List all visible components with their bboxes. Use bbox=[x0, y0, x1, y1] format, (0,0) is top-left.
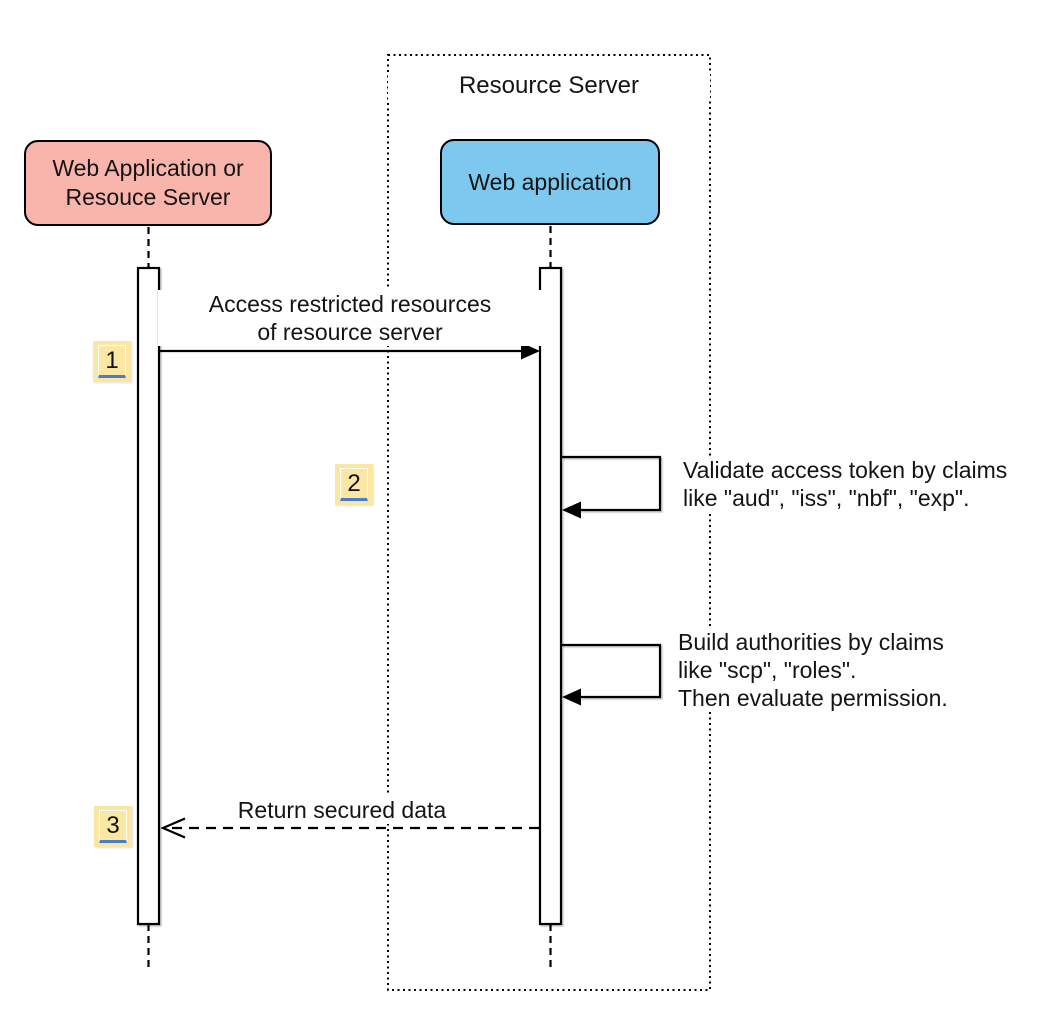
client-activation-bar bbox=[136, 266, 161, 926]
message2-label: Validate access token by claims like "au… bbox=[680, 456, 1011, 512]
step-badge-3-number: 3 bbox=[99, 810, 127, 843]
message2-self-call-line bbox=[561, 455, 662, 512]
resource-server-group-title: Resource Server bbox=[388, 72, 710, 100]
actor-web-application: Web application bbox=[440, 139, 660, 225]
step-badge-1[interactable]: 1 bbox=[93, 341, 131, 382]
message3-self-call-line bbox=[561, 643, 662, 699]
message2-arrowhead bbox=[562, 501, 581, 519]
step-badge-3[interactable]: 3 bbox=[94, 806, 132, 847]
message4-open-arrowhead bbox=[160, 817, 186, 839]
webapp-activation-bar bbox=[538, 266, 563, 926]
message3-arrowhead bbox=[562, 688, 581, 706]
actor-web-application-or-resource-server: Web Application or Resouce Server bbox=[24, 140, 272, 226]
step-badge-1-number: 1 bbox=[98, 345, 126, 378]
resource-server-boundary-box bbox=[387, 54, 711, 991]
message1-arrowhead bbox=[521, 342, 540, 360]
step-badge-2[interactable]: 2 bbox=[335, 464, 373, 505]
message1-label: Access restricted resources of resource … bbox=[158, 290, 542, 346]
step-badge-2-number: 2 bbox=[340, 468, 368, 501]
message3-label: Build authorities by claims like "scp", … bbox=[675, 628, 951, 712]
message4-label: Return secured data bbox=[189, 796, 495, 824]
